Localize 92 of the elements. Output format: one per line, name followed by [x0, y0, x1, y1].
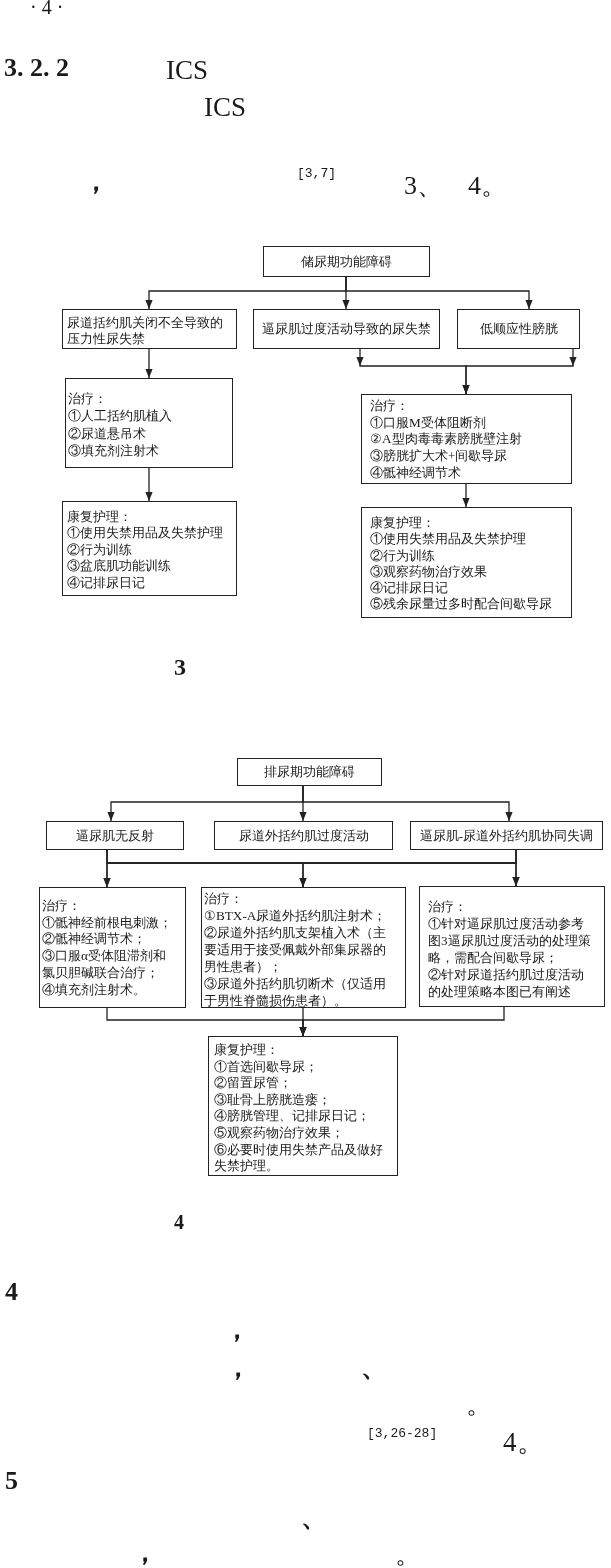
arrow [512, 849, 520, 887]
list-item: ①针对逼尿肌过度活动参考图3逼尿肌过度活动的处理策略，需配合间歇导尿； [428, 915, 592, 966]
list-item: ③膀胱扩大术+间歇导尿 [370, 448, 509, 465]
process-box [46, 821, 184, 850]
list-item: ⑥必要时使用失禁产品及做好失禁护理。 [214, 1141, 384, 1175]
box-label: 逼尿肌-尿道外括约肌协同失调 [419, 827, 594, 844]
box-label: 逼尿肌无反射 [76, 827, 154, 844]
list-item: ②尿道外括约肌支架植入术（主要适用于接受佩戴外部集尿器的男性患者）； [204, 924, 387, 975]
arrow [145, 348, 153, 379]
figure-reference: 4。 [503, 1429, 544, 1456]
list-item: ②骶神经调节术； [42, 931, 147, 949]
figure-number: 4 [174, 1212, 184, 1232]
process-box [410, 821, 603, 850]
list-item: ②尿道悬吊术 [68, 424, 147, 442]
list-item: ②针对尿道括约肌过度活动的处理策略本图已有阐述 [428, 966, 585, 1000]
list-item: ③填充剂注射术 [68, 441, 160, 460]
process-box [457, 309, 580, 349]
arrow [462, 348, 577, 395]
list-item: ①口服M受体阻断剂 [370, 414, 487, 432]
list-item: ⑤观察药物治疗效果； [214, 1124, 345, 1142]
figure-reference: 4。 [468, 173, 507, 199]
page-number: · 4 · [30, 0, 64, 17]
list-item: ④填充剂注射术。 [42, 981, 147, 999]
figure-reference: 3、 [404, 173, 443, 199]
arrow [145, 467, 153, 502]
list-heading: 治疗： [370, 398, 410, 415]
arrow [345, 276, 533, 310]
abbreviation-text: ICS [166, 57, 209, 84]
punctuation-mark: ， [225, 1355, 251, 1381]
process-box [62, 309, 237, 349]
list-heading: 治疗： [204, 890, 244, 907]
process-box [253, 309, 440, 349]
list-item: ①使用失禁用品及失禁护理 [370, 531, 527, 548]
process-box [201, 887, 406, 1008]
list-heading: 治疗： [68, 390, 108, 408]
list-heading: 康复护理： [214, 1042, 280, 1059]
list-item: ④记排尿日记 [370, 580, 449, 597]
list-item: ②行为训练 [370, 547, 436, 564]
box-label: 低顺应性膀胱 [479, 321, 558, 337]
section-number: 5 [5, 1468, 18, 1494]
citation-mark: [3,7] [297, 167, 336, 180]
list-item: ①骶神经前根电刺激； [42, 914, 173, 932]
figure-number: 3 [174, 655, 186, 679]
box-label: 储尿期功能障碍 [301, 253, 392, 270]
arrow [462, 483, 470, 508]
process-box [62, 501, 237, 596]
punctuation-mark: 。 [466, 1392, 492, 1418]
list-item: ②行为训练 [67, 541, 133, 559]
list-item: ④骶神经调节术 [370, 464, 462, 482]
box-label: 尿道外括约肌过度活动 [238, 827, 369, 844]
section-number: 3. 2. 2 [4, 55, 69, 81]
list-item: ②留置尿管； [214, 1075, 293, 1092]
list-item: ③口服α受体阻滞剂和氯贝胆碱联合治疗； [42, 948, 167, 982]
punctuation-mark: 、 [301, 1505, 327, 1531]
list-heading: 治疗： [42, 898, 82, 915]
list-item: ②A型肉毒毒素膀胱壁注射 [370, 431, 523, 449]
citation-mark: [3,26-28] [367, 1427, 438, 1440]
section-number: 4 [5, 1279, 18, 1305]
punctuation-mark: ， [224, 1317, 250, 1343]
box-label: 排尿期功能障碍 [264, 764, 355, 780]
list-item: ③尿道外括约肌切断术（仅适用于男性脊髓损伤患者）。 [204, 975, 387, 1009]
punctuation-mark: ， [132, 1540, 158, 1566]
list-item: ①首选间歇导尿； [214, 1058, 319, 1076]
process-box [208, 1036, 398, 1176]
process-box [237, 758, 382, 786]
process-box [361, 394, 572, 484]
abbreviation-text: ICS [204, 94, 247, 121]
list-item: ④记排尿日记 [67, 574, 146, 592]
list-item: ③盆底肌功能训练 [67, 558, 172, 575]
punctuation-mark: 、 [361, 1355, 387, 1381]
list-item: ③观察药物治疗效果 [370, 563, 488, 581]
punctuation-mark: 。 [395, 1542, 421, 1568]
list-item: ①使用失禁用品及失禁护理 [67, 525, 224, 542]
list-item: ⑤残余尿量过多时配合间歇导尿 [370, 596, 553, 613]
arrow [299, 1006, 505, 1037]
process-box [361, 507, 572, 618]
process-box [419, 886, 605, 1007]
list-item: ④膀胱管理、记排尿日记； [214, 1108, 371, 1125]
list-item: ③耻骨上膀胱造瘘； [214, 1091, 332, 1109]
process-box [39, 887, 186, 1008]
list-heading: 治疗： [428, 898, 468, 915]
process-box [65, 378, 233, 468]
box-label: 尿道括约肌关闭不全导致的压力性尿失禁 [67, 315, 224, 347]
process-box [214, 821, 393, 850]
list-item: ①BTX-A尿道外括约肌注射术； [204, 907, 388, 924]
box-label: 逼尿肌过度活动导致的尿失禁 [262, 321, 431, 337]
process-box [263, 246, 430, 277]
list-item: ①人工括约肌植入 [68, 407, 173, 425]
arrow [302, 785, 513, 822]
list-heading: 康复护理： [370, 515, 436, 532]
punctuation-mark: ， [83, 169, 109, 195]
list-heading: 康复护理： [67, 509, 133, 526]
